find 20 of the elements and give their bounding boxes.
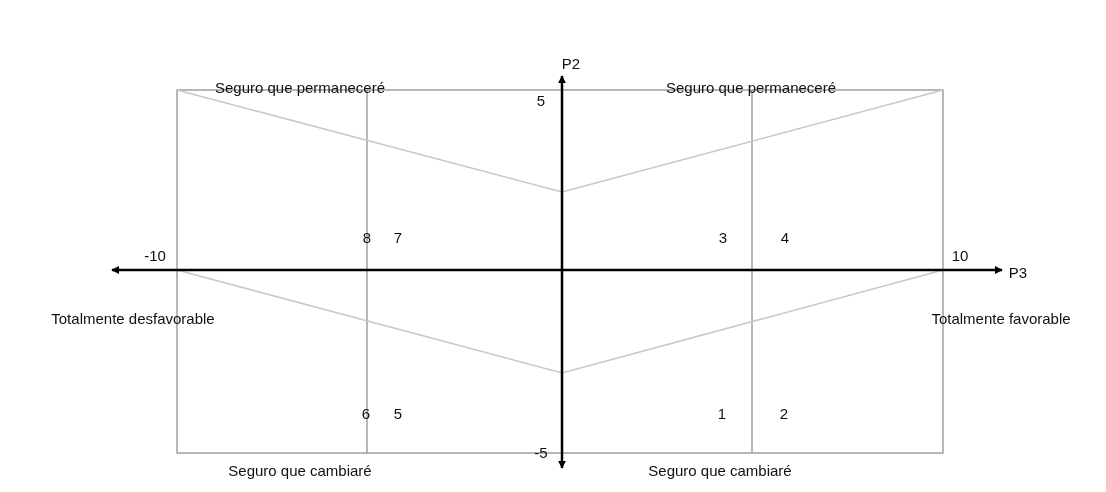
axis-label: P2 <box>561 55 581 71</box>
zone-number: 3 <box>718 229 728 245</box>
zone-number: 1 <box>717 405 727 421</box>
region-label: Seguro que cambiaré <box>648 462 792 478</box>
axis-tick-label: 10 <box>951 247 969 263</box>
axis-tick-label: -10 <box>144 247 166 263</box>
axis-end-label: Totalmente favorable <box>931 310 1071 326</box>
axis-tick-label: -5 <box>534 444 548 460</box>
zone-number: 7 <box>393 229 403 245</box>
region-label: Seguro que permaneceré <box>214 79 386 95</box>
axis-end-label: Totalmente desfavorable <box>51 310 215 326</box>
region-label: Seguro que permaneceré <box>665 79 837 95</box>
zone-number: 8 <box>362 229 372 245</box>
zone-number: 2 <box>779 405 789 421</box>
zone-number: 4 <box>780 229 790 245</box>
zone-number: 6 <box>361 405 371 421</box>
axis-tick-label: 5 <box>536 92 546 108</box>
region-label: Seguro que cambiaré <box>228 462 372 478</box>
zone-number: 5 <box>393 405 403 421</box>
axis-label: P3 <box>1008 264 1028 280</box>
